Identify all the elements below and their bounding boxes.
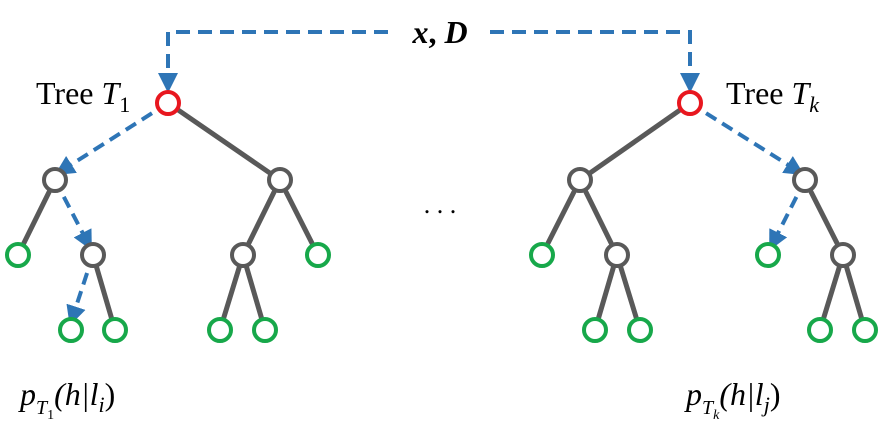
tree-1-leaf-node <box>102 317 128 343</box>
tree-k-internal-node <box>567 167 593 193</box>
input-label: x, D <box>411 14 467 50</box>
tree-k-internal-node <box>604 242 630 268</box>
tree-k-leaf-node <box>852 317 878 343</box>
ellipsis: . . . <box>424 190 457 219</box>
tree-k-output-label: pTk(h|lj) <box>684 376 780 423</box>
tree-1: Tree T1 pT1(h|li) <box>5 75 331 423</box>
tree-k-decision-path <box>688 101 807 251</box>
tree-1-leaf-node <box>5 242 31 268</box>
tree-k-leaf-node <box>755 242 781 268</box>
tree-k-edges <box>539 100 868 333</box>
tree-k-label: Tree Tk <box>726 75 820 117</box>
tree-1-internal-node <box>230 242 256 268</box>
tree-1-decision-path <box>53 101 170 326</box>
tree-1-edges <box>15 100 321 333</box>
tree-1-leaf-node <box>305 242 331 268</box>
input-broadcast-paths <box>158 30 700 93</box>
tree-k-leaf-node <box>529 242 555 268</box>
tree-1-internal-node <box>80 242 106 268</box>
tree-1-internal-node <box>42 167 68 193</box>
tree-1-output-label: pT1(h|li) <box>18 376 115 423</box>
tree-1-internal-node <box>267 167 293 193</box>
tree-k-leaf-node <box>582 317 608 343</box>
tree-k-root-node <box>677 90 703 116</box>
tree-k-internal-node <box>792 167 818 193</box>
tree-k-leaf-node <box>807 317 833 343</box>
input-path-right <box>490 30 700 93</box>
tree-1-leaf-node <box>207 317 233 343</box>
tree-1-root-node <box>155 90 181 116</box>
tree-k-leaf-node <box>627 317 653 343</box>
input-path-left <box>158 30 388 93</box>
tree-1-leaf-node <box>58 317 84 343</box>
tree-1-leaf-node <box>252 317 278 343</box>
tree-k: Tree Tk pTk(h|lj) <box>529 75 878 423</box>
tree-k-internal-node <box>830 242 856 268</box>
tree-1-label: Tree T1 <box>36 75 130 117</box>
